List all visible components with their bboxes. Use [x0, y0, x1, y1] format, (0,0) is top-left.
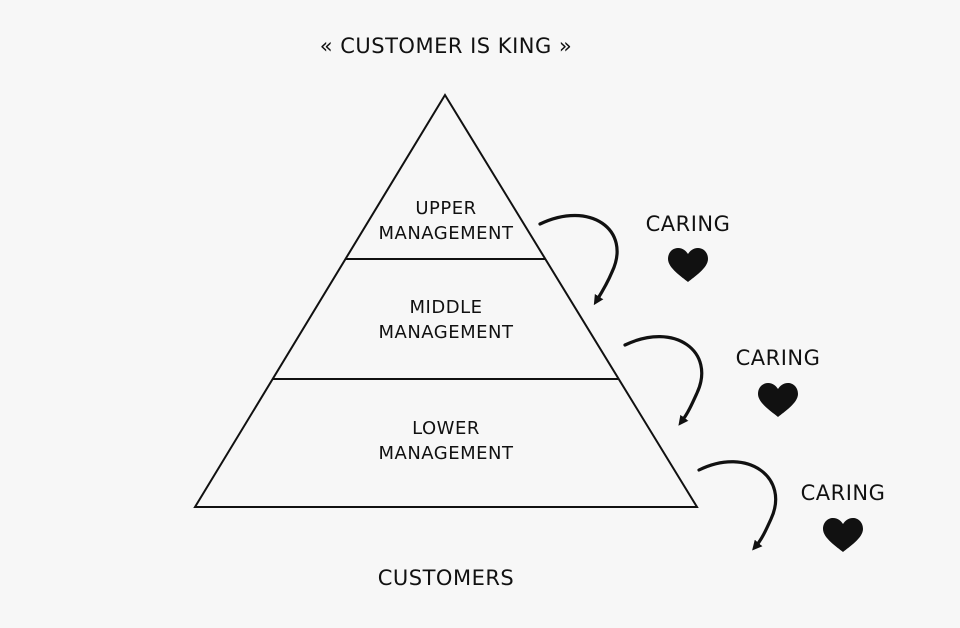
heart-icon [668, 248, 708, 282]
curved-arrow-icon [623, 335, 704, 426]
caring-label: CARING [736, 346, 821, 370]
caring-label: CARING [646, 212, 731, 236]
heart-icon [758, 383, 798, 417]
caring-label: CARING [801, 481, 886, 505]
curved-arrow-icon [697, 460, 778, 551]
caring-flow-3: CARING [697, 460, 886, 552]
tier-upper-label-line1: UPPER [415, 198, 476, 219]
customers-label: CUSTOMERS [378, 566, 515, 590]
tier-middle-label-line1: MIDDLE [410, 297, 483, 318]
caring-flow-2: CARING [623, 335, 821, 426]
caring-flow-1: CARING [538, 212, 731, 306]
pyramid-outline [193, 93, 699, 508]
curved-arrow-icon [538, 213, 619, 306]
pyramid: UPPER MANAGEMENT MIDDLE MANAGEMENT LOWER… [193, 93, 699, 508]
tier-upper-label-line2: MANAGEMENT [379, 223, 514, 244]
tier-lower-label-line1: LOWER [412, 418, 480, 439]
tier-middle-label-line2: MANAGEMENT [379, 322, 514, 343]
heart-icon [823, 518, 863, 552]
tier-lower-label-line2: MANAGEMENT [379, 443, 514, 464]
diagram-title: « CUSTOMER IS KING » [320, 34, 573, 58]
